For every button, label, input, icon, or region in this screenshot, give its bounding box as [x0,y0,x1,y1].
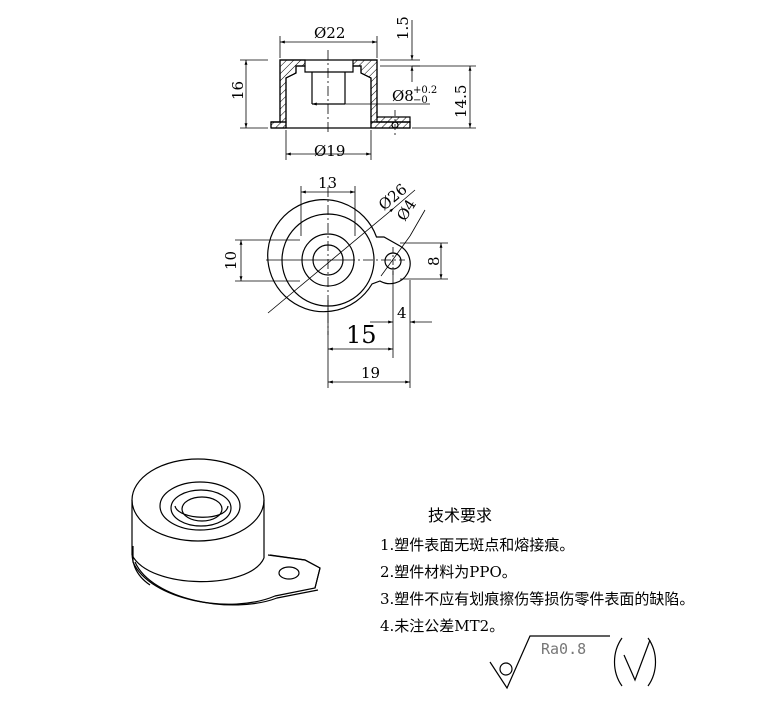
dim-length-19: 19 [361,364,380,382]
general-finish-mark [613,637,657,687]
roughness-value: Ra0.8 [541,640,586,658]
front-section-view [270,50,411,138]
front-view-dimensions [240,20,476,160]
dim-top-thickness: 1.5 [394,16,412,40]
top-view-dimensions [235,186,448,388]
surface-finish-symbol [489,635,610,690]
section-wall-left [271,59,306,123]
dim-tab-height-8: 8 [425,256,443,266]
section-flange-left [270,121,287,129]
dim-diameter-top: Ø22 [314,24,345,42]
dim-width-13: 13 [318,174,337,192]
dim-body-height: 14.5 [452,85,470,118]
dim-inner-tol-lower: −0 [413,95,428,106]
requirements-title: 技术要求 [428,506,493,525]
section-flange-right [370,121,411,129]
dim-offset-4: 4 [397,304,407,322]
dim-offset-15: 15 [346,321,377,349]
requirement-item: 1.塑件表面无斑点和熔接痕。 [380,536,575,554]
requirement-item: 2.塑件材料为PPO。 [380,563,517,581]
technical-requirements: 技术要求 1.塑件表面无斑点和熔接痕。 2.塑件材料为PPO。 3.塑件不应有划… [380,502,760,640]
requirement-item: 4.未注公差MT2。 [380,617,505,635]
outer-profile [267,199,411,313]
requirement-item: 3.塑件不应有划痕擦伤等损伤零件表面的缺陷。 [380,590,695,608]
dim-inner-diameter: Ø8 [392,87,414,105]
dim-inner-tol-upper: +0.2 [413,85,437,96]
dim-height-10: 10 [222,251,240,270]
isometric-view [131,458,321,606]
dim-total-height: 16 [229,81,247,100]
dim-diameter-bottom: Ø19 [314,142,345,160]
